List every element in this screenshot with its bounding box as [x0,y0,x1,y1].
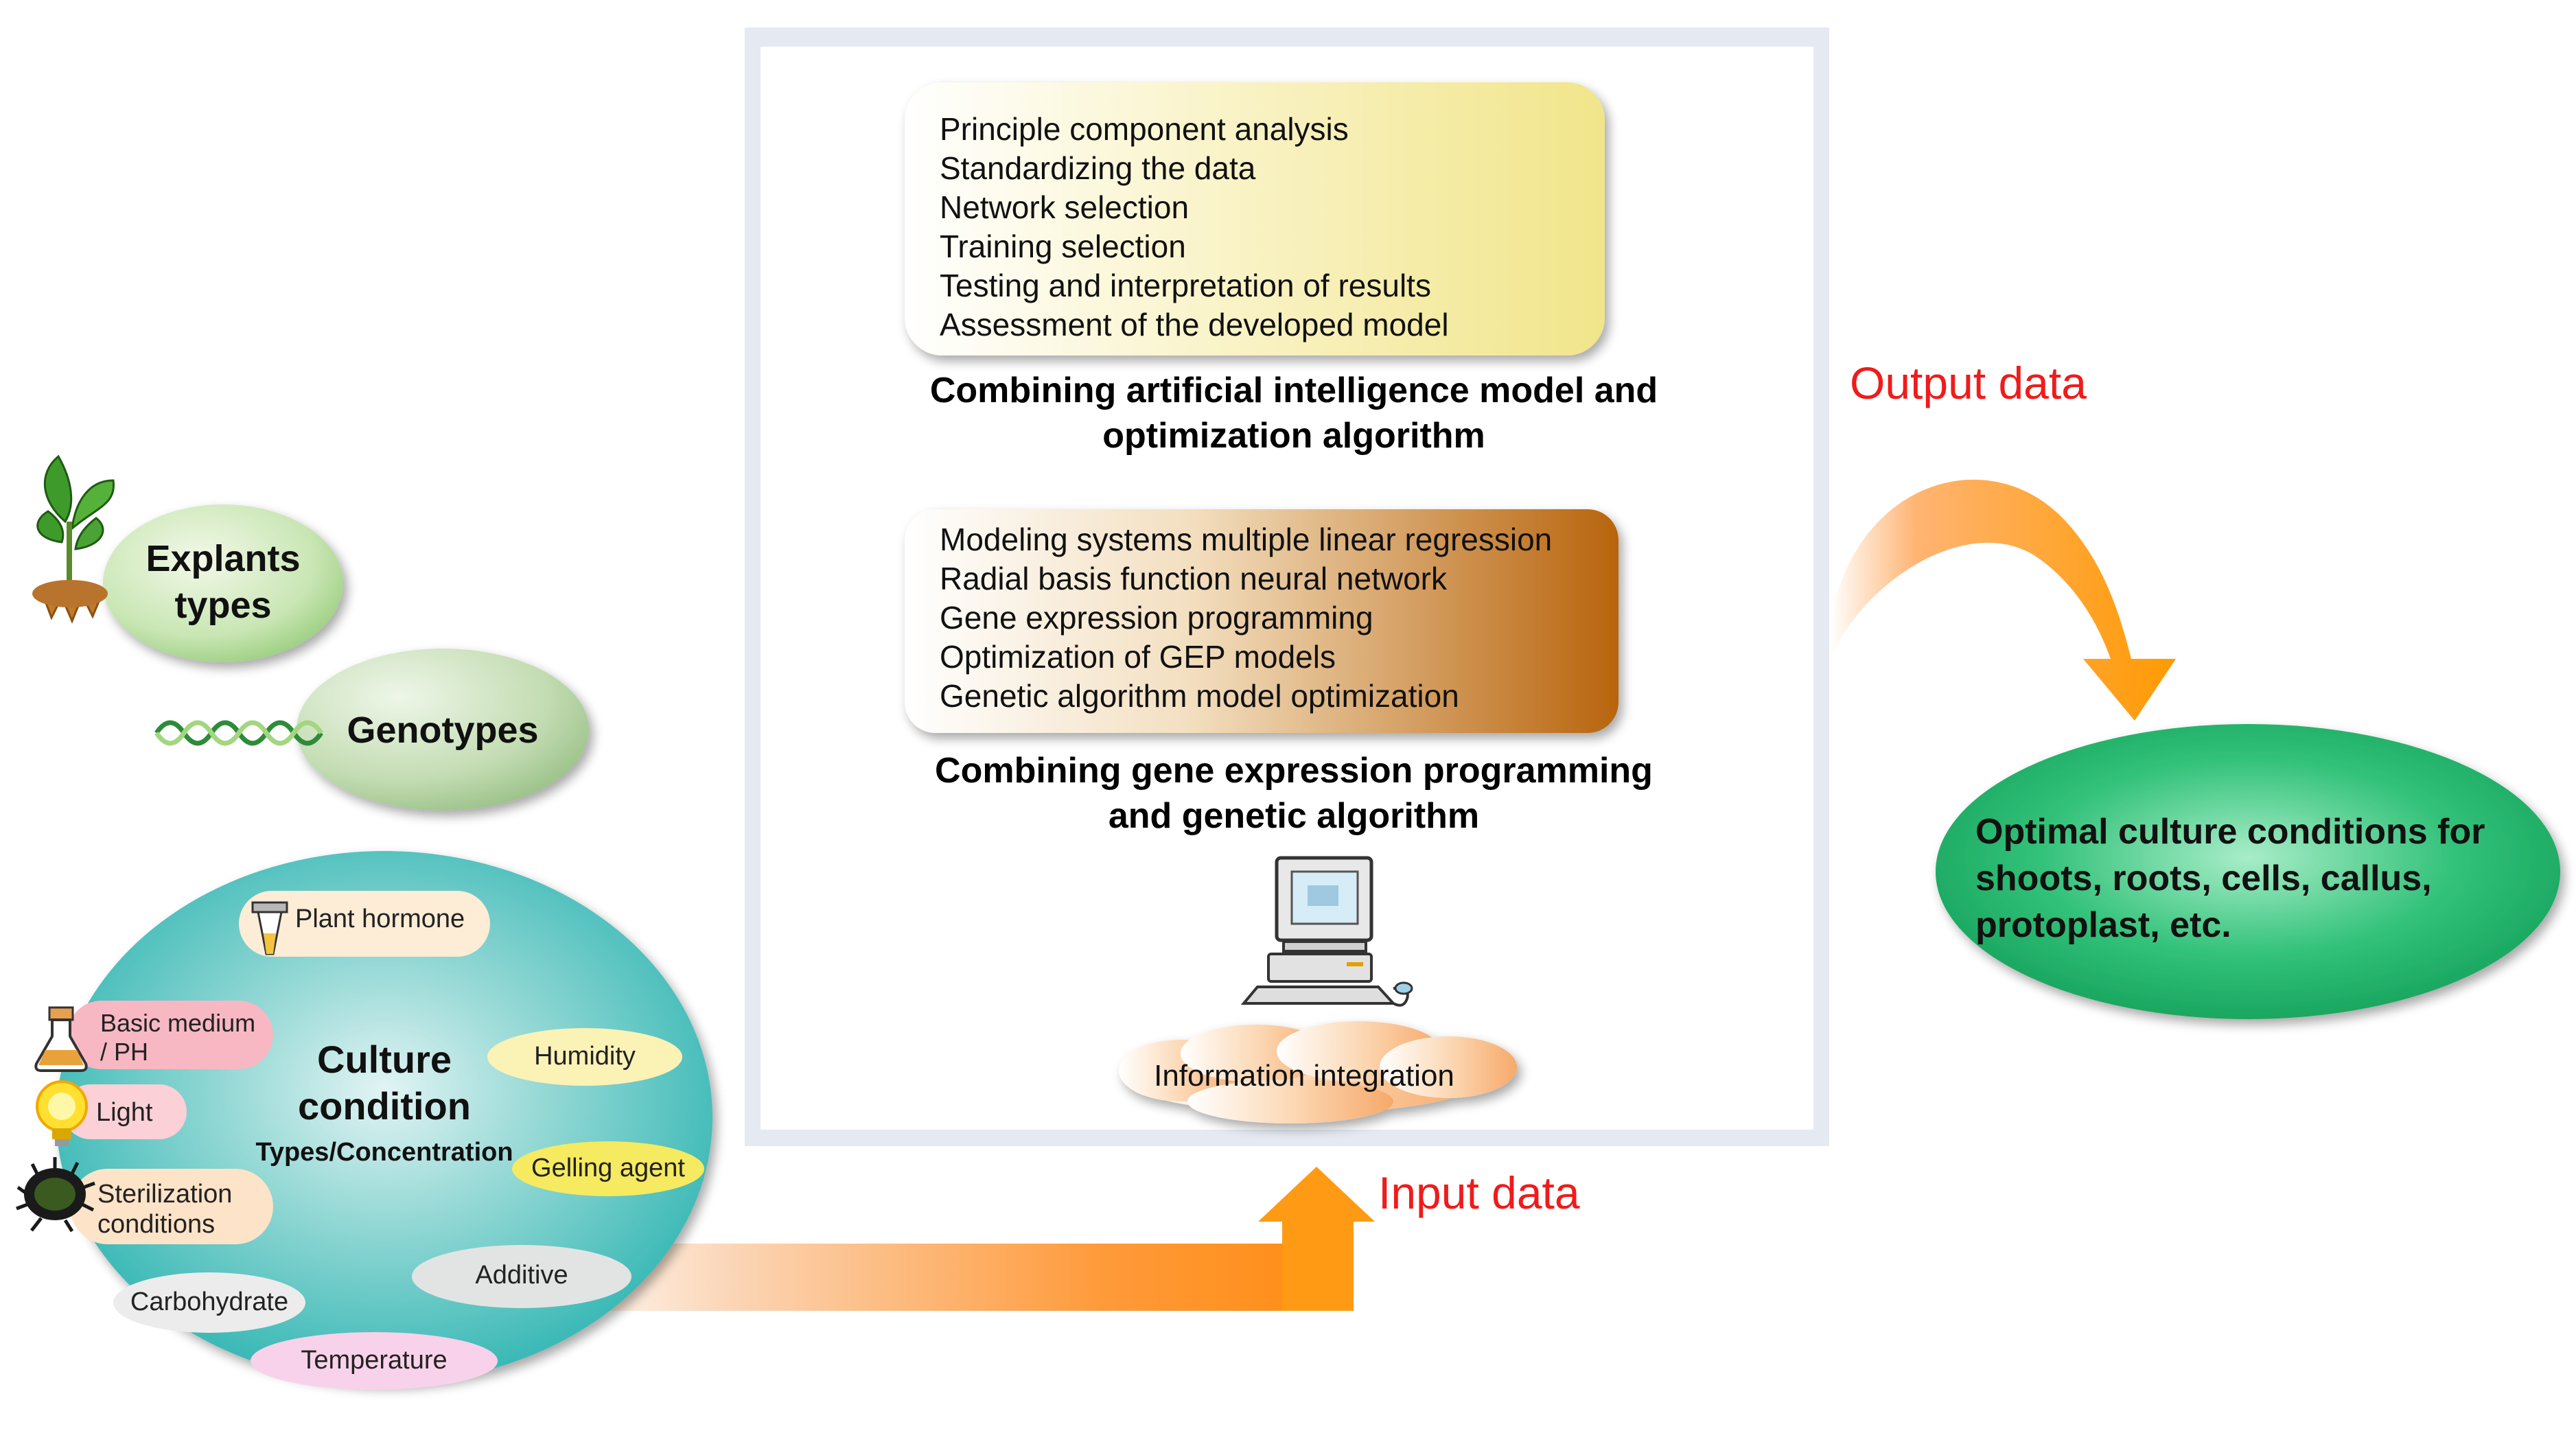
factor-light: Light [96,1098,153,1127]
genotypes-label: Genotypes [347,710,539,751]
factor-additive: Additive [475,1261,568,1290]
computer-icon [1240,856,1413,1007]
ai-steps-list: Principle component analysis Standardizi… [940,110,1585,345]
gep-steps-box [905,509,1618,733]
factor-carbohydrate: Carbohydrate [130,1288,289,1316]
ai-step: Testing and interpretation of results [940,268,1431,303]
dna-icon [154,720,323,746]
gep-steps-list: Modeling systems multiple linear regress… [940,520,1612,716]
pill-light [63,1084,187,1139]
pill-temperature [251,1332,498,1390]
ai-steps-box [905,82,1605,356]
pipette-icon [251,901,288,955]
factor-humidity: Humidity [534,1042,636,1071]
factor-sterilization-line: Sterilization [97,1180,233,1209]
ai-caption: Combining artificial intelligence model … [820,368,1767,458]
ai-step: Network selection [940,189,1190,225]
factor-basic-medium-line: Basic medium [100,1009,256,1037]
gep-step: Optimization of GEP models [940,639,1336,675]
gep-caption: Combining gene expression programming an… [820,748,1767,839]
pill-additive [412,1245,631,1308]
explants-label: Explants types [146,538,301,626]
factor-temperature: Temperature [301,1346,448,1375]
factor-plant-hormone: Plant hormone [295,905,465,933]
result-text: Optimal culture conditions for shoots, r… [1975,808,2497,948]
pill-basic-medium [67,1001,273,1069]
input-arrow [535,1167,1375,1311]
bulb-icon [36,1080,88,1146]
input-data-label: Input data [1378,1167,1580,1218]
factor-gelling-agent: Gelling agent [531,1154,685,1182]
output-arrow [1830,479,2176,721]
factor-basic-medium: Basic medium / PH [100,1009,255,1067]
culture-title: Culture condition [298,1038,471,1128]
result-line: Optimal culture conditions for [1975,812,2485,852]
ai-step: Principle component analysis [940,111,1349,147]
pill-gelling-agent [512,1141,704,1196]
gep-caption-line: Combining gene expression programming [935,751,1653,791]
gep-step: Modeling systems multiple linear regress… [940,522,1553,557]
ai-step: Assessment of the developed model [940,307,1449,342]
pill-humidity [487,1028,682,1086]
pill-carbohydrate [113,1272,305,1333]
plant-icon [32,454,115,624]
ai-step: Training selection [940,229,1186,264]
gep-step: Radial basis function neural network [940,561,1447,596]
information-integration-label: Information integration [1154,1059,1454,1093]
pill-plant-hormone [239,891,490,957]
explants-ellipse [103,504,343,662]
output-data-label: Output data [1850,358,2087,408]
factor-sterilization-line: conditions [97,1210,216,1239]
result-line: protoplast, etc. [1975,905,2231,945]
gep-step: Gene expression programming [940,600,1373,636]
pill-sterilization [70,1169,273,1244]
ai-step: Standardizing the data [940,150,1256,186]
factor-pills [63,891,704,1390]
cloud-icon [1119,1021,1517,1123]
flask-icon [34,1006,88,1072]
genotypes-ellipse [297,649,589,811]
result-ellipse [1936,724,2560,1019]
ai-caption-line: Combining artificial intelligence model … [929,371,1658,410]
result-line: shoots, roots, cells, callus, [1975,859,2432,898]
factor-basic-medium-line: / PH [100,1038,149,1066]
gep-caption-line: and genetic algorithm [1108,796,1480,836]
gep-step: Genetic algorithm model optimization [940,678,1459,714]
culture-subtitle: Types/Concentration [255,1138,513,1167]
ai-caption-line: optimization algorithm [1102,416,1485,456]
factor-sterilization: Sterilization conditions [97,1179,232,1239]
microbe-icon [16,1157,95,1233]
